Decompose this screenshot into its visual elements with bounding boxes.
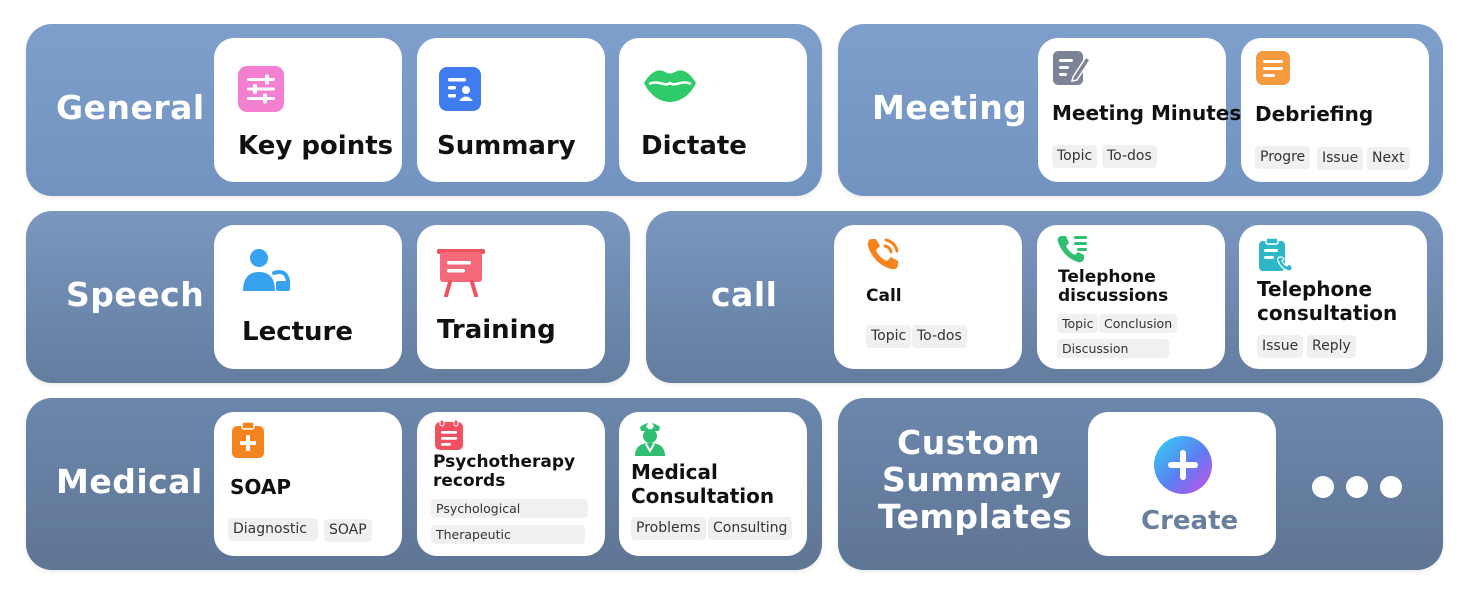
plus-circle-icon <box>1154 436 1212 498</box>
call-label: Call <box>866 286 902 306</box>
medical-kit-icon <box>232 421 264 462</box>
tag-to-dos: To-dos <box>1102 145 1157 168</box>
telephone-discussions-label-line-1: Telephone <box>1058 267 1156 287</box>
phone-list-icon <box>1057 234 1089 268</box>
psychotherapy-records-label-line-1: Psychotherapy <box>433 452 576 472</box>
lecture-label: Lecture <box>242 317 354 347</box>
tag-problems: Problems <box>631 517 706 540</box>
key-points-card[interactable]: Key points <box>214 38 402 182</box>
debriefing-card[interactable]: Debriefing Progre Issue Next <box>1241 38 1429 182</box>
psychotherapy-records-card[interactable]: Psychotherapy records Psychological Ther… <box>417 412 605 556</box>
custom-title-line-1: Custom <box>897 423 1041 462</box>
general-title: General <box>56 88 205 127</box>
tag-reply: Reply <box>1307 335 1356 358</box>
tag-discussion: Discussion <box>1057 339 1169 358</box>
clipboard-phone-icon <box>1257 237 1293 277</box>
meeting-minutes-card[interactable]: Meeting Minutes Topic To-dos <box>1038 38 1241 182</box>
tag-diagnostic: Diagnostic <box>228 518 318 541</box>
whiteboard-icon <box>437 249 485 301</box>
telephone-consultation-label-line-2: consultation <box>1257 301 1398 325</box>
meeting-panel: Meeting Meeting Minutes Topic To-dos Deb… <box>838 24 1443 196</box>
medical-title: Medical <box>56 462 203 501</box>
medical-panel: Medical SOAP Diagnostic SOAP Psycho <box>26 398 822 570</box>
tag-psychological: Psychological <box>431 499 588 518</box>
medical-record-icon <box>435 419 463 454</box>
speech-title: Speech <box>66 275 205 314</box>
dictate-card[interactable]: Dictate <box>619 38 807 182</box>
more-dots-icon[interactable] <box>1312 476 1402 498</box>
report-icon <box>1256 51 1290 89</box>
custom-title-line-2: Summary <box>882 460 1062 499</box>
meeting-minutes-label: Meeting Minutes <box>1052 101 1242 125</box>
summary-icon <box>439 67 481 115</box>
tag-soap: SOAP <box>324 519 372 542</box>
dictate-label: Dictate <box>641 131 747 161</box>
general-panel: General Key points <box>26 24 822 196</box>
tag-issue: Issue <box>1257 335 1304 358</box>
telephone-consultation-label-line-1: Telephone <box>1257 277 1373 301</box>
telephone-discussions-label-line-2: discussions <box>1058 286 1169 306</box>
custom-templates-panel: Custom Summary Templates Create <box>838 398 1443 570</box>
psychotherapy-records-label-line-2: records <box>433 471 506 491</box>
tag-next: Next <box>1367 147 1410 170</box>
tag-topic: Topic <box>1052 145 1098 168</box>
tag-conclusion: Conclusion <box>1099 314 1178 333</box>
tag-consulting: Consulting <box>708 517 793 540</box>
training-label: Training <box>437 315 556 345</box>
tag-issue: Issue <box>1317 147 1364 170</box>
dot <box>1346 476 1368 498</box>
edit-document-icon <box>1053 51 1092 89</box>
lecturer-icon <box>242 247 292 297</box>
medical-consultation-label-line-1: Medical <box>631 460 718 484</box>
tag-therapeutic: Therapeutic <box>431 525 585 544</box>
tag-topic: Topic <box>866 325 912 348</box>
tag-to-dos: To-dos <box>912 325 967 348</box>
create-label: Create <box>1141 506 1239 536</box>
summary-label: Summary <box>437 131 576 161</box>
sliders-icon <box>238 66 284 116</box>
soap-card[interactable]: SOAP Diagnostic SOAP <box>214 412 402 556</box>
medical-consultation-label-line-2: Consultation <box>631 484 775 508</box>
lips-icon <box>643 68 697 106</box>
medical-consultation-card[interactable]: Medical Consultation Problems Consulting <box>619 412 807 556</box>
debriefing-label: Debriefing <box>1255 102 1374 126</box>
custom-title-line-3: Templates <box>878 497 1073 536</box>
telephone-discussions-card[interactable]: Telephone discussions Topic Conclusion D… <box>1037 225 1225 369</box>
meeting-title: Meeting <box>872 88 1028 127</box>
phone-ringing-icon <box>866 237 900 275</box>
training-card[interactable]: Training <box>417 225 605 369</box>
soap-label: SOAP <box>230 475 292 499</box>
call-panel: call Call Topic To-dos Telephone discuss… <box>646 211 1443 383</box>
call-card[interactable]: Call Topic To-dos <box>834 225 1022 369</box>
summary-card[interactable]: Summary <box>417 38 605 182</box>
key-points-label: Key points <box>238 131 394 161</box>
dot <box>1312 476 1334 498</box>
telephone-consultation-card[interactable]: Telephone consultation Issue Reply <box>1239 225 1427 369</box>
speech-panel: Speech Lecture Training <box>26 211 630 383</box>
lecture-card[interactable]: Lecture <box>214 225 402 369</box>
doctor-icon <box>633 420 667 460</box>
call-title: call <box>711 275 778 314</box>
create-template-button[interactable]: Create <box>1088 412 1276 556</box>
tag-topic: Topic <box>1057 314 1099 333</box>
dot <box>1380 476 1402 498</box>
tag-progress: Progre <box>1255 146 1311 169</box>
